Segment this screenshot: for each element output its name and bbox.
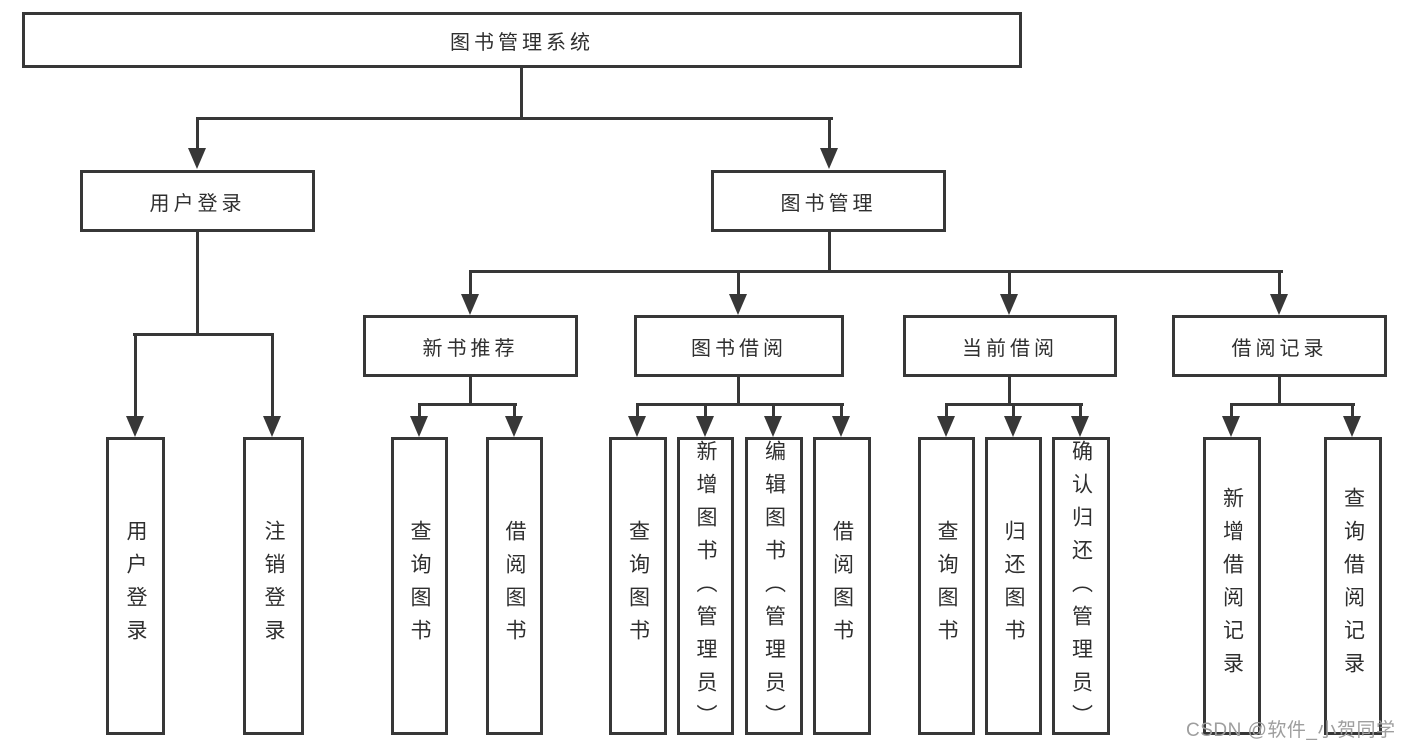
arrowhead-cb-confirm bbox=[1071, 416, 1089, 437]
connector-to-book-mgmt bbox=[828, 117, 831, 150]
connector-book-borrow-rail bbox=[636, 403, 844, 406]
leaf-bb-query-books-label: 查询图书 bbox=[626, 520, 650, 652]
leaf-cb-confirm-return-label: 确认归还（管理员） bbox=[1069, 440, 1093, 737]
arrowhead-new-rec bbox=[461, 294, 479, 315]
leaf-logout-label: 注销登录 bbox=[262, 520, 285, 652]
leaf-cb-query-books-label: 查询图书 bbox=[935, 520, 958, 652]
node-root: 图书管理系统 bbox=[22, 12, 1022, 68]
arrowhead-bb-add bbox=[696, 416, 714, 437]
leaf-br-query-record: 查询借阅记录 bbox=[1324, 437, 1382, 735]
connector-book-mgmt-stem bbox=[828, 232, 831, 273]
connector-level2-rail bbox=[469, 270, 1283, 273]
connector-to-leaf-login bbox=[134, 333, 137, 416]
arrowhead-bb-query bbox=[628, 416, 646, 437]
node-book-mgmt-label: 图书管理 bbox=[780, 192, 877, 215]
leaf-cb-return-books: 归还图书 bbox=[985, 437, 1042, 735]
leaf-cb-query-books: 查询图书 bbox=[918, 437, 975, 735]
arrowhead-book-borrow bbox=[729, 294, 747, 315]
connector-br-query bbox=[1351, 403, 1354, 416]
connector-current-borrow-stem bbox=[1008, 377, 1011, 405]
node-borrow-record: 借阅记录 bbox=[1172, 315, 1387, 377]
connector-level1-rail bbox=[196, 117, 833, 120]
connector-root-stem bbox=[520, 68, 523, 118]
connector-cb-return bbox=[1012, 403, 1015, 416]
connector-book-borrow-stem bbox=[737, 377, 740, 405]
leaf-nr-query-books-label: 查询图书 bbox=[408, 520, 431, 652]
connector-bb-add bbox=[704, 403, 707, 416]
connector-bb-query bbox=[636, 403, 639, 416]
arrowhead-leaf-logout bbox=[263, 416, 281, 437]
node-new-rec: 新书推荐 bbox=[363, 315, 578, 377]
node-book-borrow-label: 图书借阅 bbox=[691, 337, 787, 360]
leaf-bb-borrow-books-label: 借阅图书 bbox=[830, 520, 854, 652]
arrowhead-bb-borrow bbox=[832, 416, 850, 437]
arrowhead-cb-return bbox=[1004, 416, 1022, 437]
connector-new-rec-rail bbox=[418, 403, 517, 406]
leaf-nr-borrow-books-label: 借阅图书 bbox=[503, 520, 526, 652]
node-current-borrow: 当前借阅 bbox=[903, 315, 1117, 377]
leaf-nr-borrow-books: 借阅图书 bbox=[486, 437, 543, 735]
arrowhead-current-borrow bbox=[1000, 294, 1018, 315]
connector-bb-borrow bbox=[840, 403, 843, 416]
leaf-cb-return-books-label: 归还图书 bbox=[1002, 520, 1025, 652]
arrowhead-nr-query bbox=[410, 416, 428, 437]
arrowhead-br-add bbox=[1222, 416, 1240, 437]
connector-nr-borrow bbox=[513, 403, 516, 416]
arrowhead-user-login bbox=[188, 148, 206, 169]
leaf-br-add-record-label: 新增借阅记录 bbox=[1220, 487, 1244, 685]
connector-cb-query bbox=[945, 403, 948, 416]
node-root-label: 图书管理系统 bbox=[450, 31, 594, 54]
connector-borrow-record-rail bbox=[1231, 403, 1355, 406]
leaf-bb-query-books: 查询图书 bbox=[609, 437, 667, 735]
leaf-bb-edit-books: 编辑图书（管理员） bbox=[745, 437, 803, 737]
leaf-cb-confirm-return: 确认归还（管理员） bbox=[1052, 437, 1110, 737]
node-new-rec-label: 新书推荐 bbox=[422, 337, 519, 360]
leaf-bb-add-books-label: 新增图书（管理员） bbox=[694, 440, 717, 737]
connector-to-current-borrow bbox=[1008, 270, 1011, 296]
connector-to-borrow-record bbox=[1278, 270, 1281, 296]
leaf-bb-borrow-books: 借阅图书 bbox=[813, 437, 871, 735]
leaf-br-add-record: 新增借阅记录 bbox=[1203, 437, 1261, 735]
leaf-logout: 注销登录 bbox=[243, 437, 304, 735]
connector-nr-query bbox=[418, 403, 421, 416]
connector-to-new-rec bbox=[469, 270, 472, 296]
leaf-user-login-label: 用户登录 bbox=[124, 520, 147, 652]
node-current-borrow-label: 当前借阅 bbox=[962, 337, 1058, 360]
node-book-borrow: 图书借阅 bbox=[634, 315, 844, 377]
leaf-user-login: 用户登录 bbox=[106, 437, 165, 735]
connector-br-add bbox=[1230, 403, 1233, 416]
connector-new-rec-stem bbox=[469, 377, 472, 405]
arrowhead-leaf-login bbox=[126, 416, 144, 437]
leaf-bb-edit-books-label: 编辑图书（管理员） bbox=[762, 440, 786, 737]
arrowhead-borrow-record bbox=[1270, 294, 1288, 315]
connector-to-leaf-logout bbox=[271, 333, 274, 416]
node-user-login-label: 用户登录 bbox=[149, 192, 246, 215]
node-book-mgmt: 图书管理 bbox=[711, 170, 946, 232]
arrowhead-cb-query bbox=[937, 416, 955, 437]
arrowhead-bb-edit bbox=[764, 416, 782, 437]
leaf-bb-add-books: 新增图书（管理员） bbox=[677, 437, 734, 737]
csdn-watermark: CSDN @软件_小贺同学 bbox=[1186, 720, 1396, 741]
connector-to-user-login bbox=[196, 117, 199, 150]
connector-borrow-record-stem bbox=[1278, 377, 1281, 405]
leaf-nr-query-books: 查询图书 bbox=[391, 437, 448, 735]
connector-user-login-rail bbox=[133, 333, 274, 336]
arrowhead-nr-borrow bbox=[505, 416, 523, 437]
arrowhead-book-mgmt bbox=[820, 148, 838, 169]
connector-user-login-stem bbox=[196, 232, 199, 335]
node-borrow-record-label: 借阅记录 bbox=[1231, 337, 1328, 360]
arrowhead-br-query bbox=[1343, 416, 1361, 437]
connector-cb-confirm bbox=[1079, 403, 1082, 416]
leaf-br-query-record-label: 查询借阅记录 bbox=[1341, 487, 1365, 685]
connector-bb-edit bbox=[772, 403, 775, 416]
connector-to-book-borrow bbox=[737, 270, 740, 296]
node-user-login: 用户登录 bbox=[80, 170, 315, 232]
